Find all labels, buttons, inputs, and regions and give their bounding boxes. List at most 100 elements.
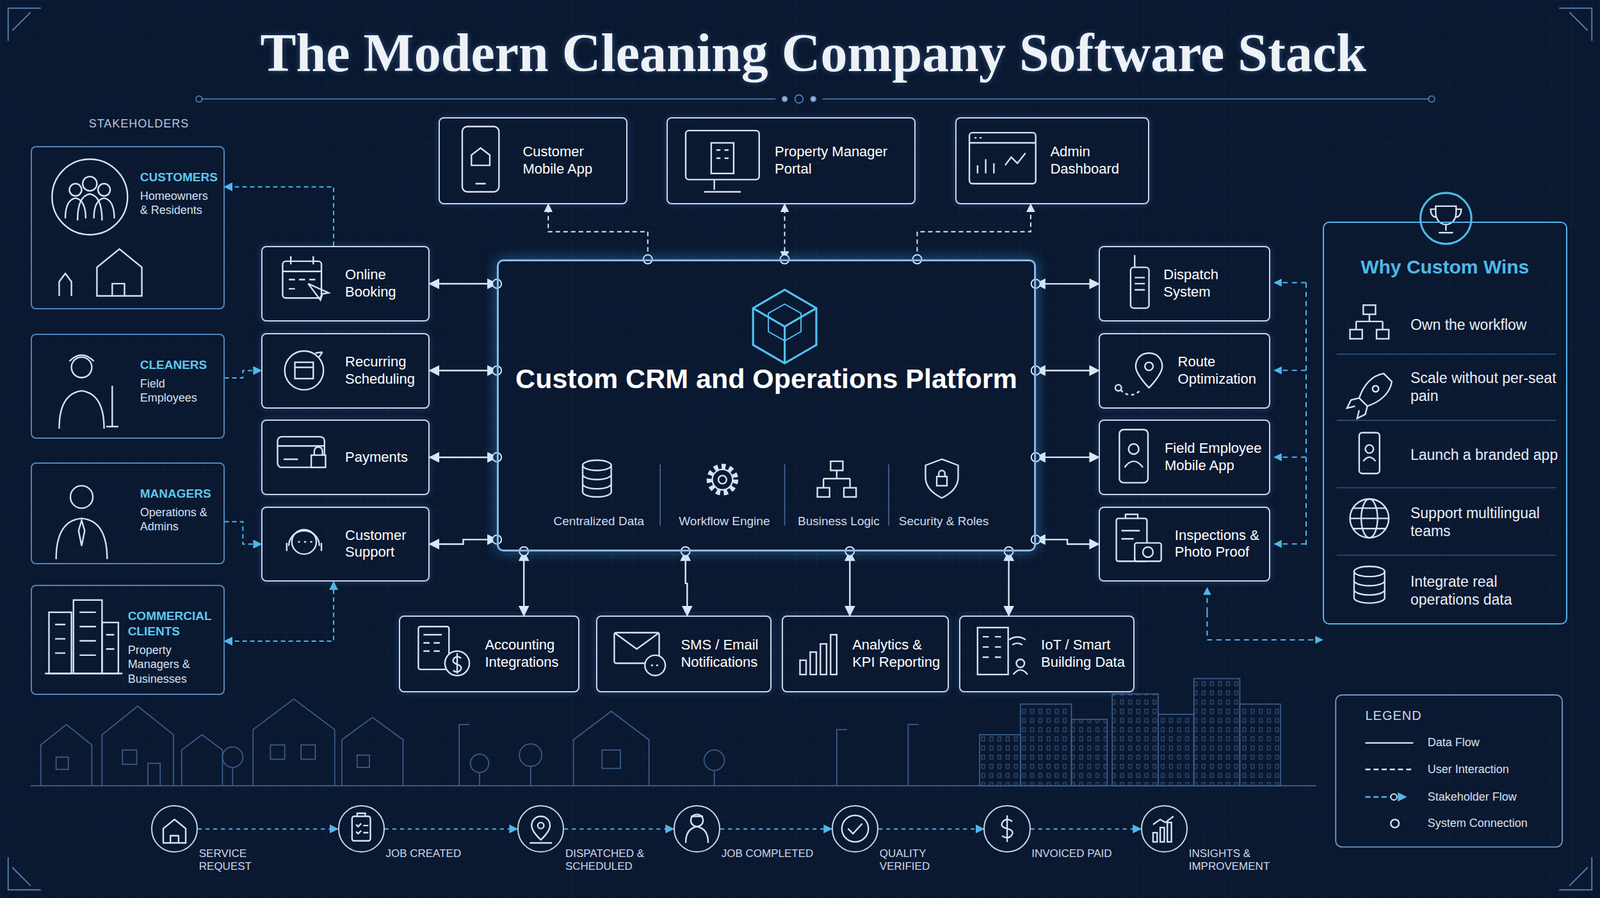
module-icons-part [685,130,760,180]
legend-title: LEGEND [1365,707,1422,723]
corner-brackets-part [8,856,41,890]
skyline-part [1158,713,1195,786]
module-box: Field Employee Mobile App [1098,419,1271,495]
why-panel-art-part [1359,432,1380,474]
platform-sub-icons-part [711,469,733,490]
skyline-part [519,743,542,766]
module-icons-part [1121,514,1141,539]
node-label: Security & Roles [898,513,989,529]
corner-brackets-part [1559,856,1592,890]
right-bus-line-part [1305,282,1307,546]
legend-box-part [1335,694,1563,847]
node-label: Accounting Integrations [484,636,574,671]
stakeholder-heading: CUSTOMERS [140,169,218,186]
connector [720,827,832,830]
connector [384,827,518,830]
legend-box-part [1365,795,1407,798]
skyline-part [713,770,716,786]
module-icons-part [711,142,734,174]
platform-sub-icons-part [582,464,612,497]
module-box: Dispatch System [1098,245,1271,322]
flow-step-icons-part [355,813,369,834]
flow-step-icons-part [531,816,550,841]
module-icons-part [1124,460,1143,468]
node-label: Analytics & KPI Reporting [852,636,943,671]
why-panel-art-part [1420,192,1472,244]
node-label: Homeowners & Residents [140,188,218,218]
skyline-part [147,763,161,786]
node-label: Admin Dashboard [1050,143,1143,178]
flow-step-icons-part [537,822,545,829]
why-panel-art-part [1365,444,1374,454]
platform-sub-icons-part [817,487,830,497]
skyline-part [470,753,490,773]
module-icons-part [1130,266,1150,308]
skyline [30,678,1317,785]
connector [548,204,648,260]
flow-step: JOB COMPLETED [673,804,817,881]
connector [1035,456,1100,458]
module-icons-part [1135,352,1163,388]
right-bus-line-part [1274,456,1307,458]
skyline-part [222,746,243,768]
connector [784,204,786,260]
skyline-part [300,744,316,759]
skyline-part [478,772,481,786]
module-icons-part [1128,443,1140,454]
node-label: Why Custom Wins [1360,255,1529,280]
flow-step-icons [163,813,1174,843]
node-label: Custom CRM and Operations Platform [515,363,1018,395]
node-label: Operations & Admins [140,505,218,534]
connector [685,551,688,616]
benefits-panel: Why Custom WinsOwn the workflowScale wit… [1322,221,1568,625]
connection-dot [1031,365,1041,375]
node-label: IoT / Smart Building Data [1041,636,1129,671]
module-box: Inspections & Photo Proof [1098,506,1271,582]
node-label: Payments [345,448,424,467]
flow-step-icons-part [1002,815,1013,842]
node-label: Scale without per-seat pain [1410,368,1562,405]
connector [429,369,497,371]
skyline-part [1239,703,1281,785]
connector [429,539,497,544]
why-panel-art-part [1356,314,1383,330]
module-box: Online Booking [261,245,430,322]
stakeholder-icons-part [58,354,118,429]
platform-core-icons-part [768,304,801,341]
node-label: Workflow Engine [678,513,770,529]
module-icons-part [307,283,329,300]
module-icons-part [295,366,314,368]
skyline-part [530,765,532,785]
module-icons-part [969,132,1036,184]
why-panel-art-part [1376,329,1389,339]
stakeholder-icons-part [71,357,93,378]
flow-step-icons-part [352,816,371,841]
module-icons-part [311,455,326,468]
module-icons-part [716,149,729,159]
legend-entry: Data Flow [1427,735,1480,750]
connector [523,551,525,616]
module-icons-part [1115,384,1122,392]
connector [1030,827,1141,830]
node-label: SERVICE REQUEST [199,847,294,874]
connection-dot [1031,279,1041,289]
node-label: Route Optimization [1178,353,1265,388]
why-panel-art-part [1350,329,1363,339]
why-panel-art [1336,192,1557,603]
connector [564,827,674,830]
node-label: Property Manager Portal [774,143,910,178]
flow-step: DISPATCHED & SCHEDULED [517,804,661,881]
connection-dot [845,546,855,556]
module-icons-part [282,256,322,289]
module-icons-part [969,137,1036,174]
module-box: Property Manager Portal [666,117,916,204]
corner-brackets-part [8,8,41,41]
flow-step: QUALITY VERIFIED [831,804,975,881]
flow-circle [338,804,385,852]
benefit-item: Scale without per-seat pain [1410,358,1562,416]
connector [848,551,851,616]
skyline-part [459,724,919,786]
stakeholder-heading: MANAGERS [140,485,218,502]
